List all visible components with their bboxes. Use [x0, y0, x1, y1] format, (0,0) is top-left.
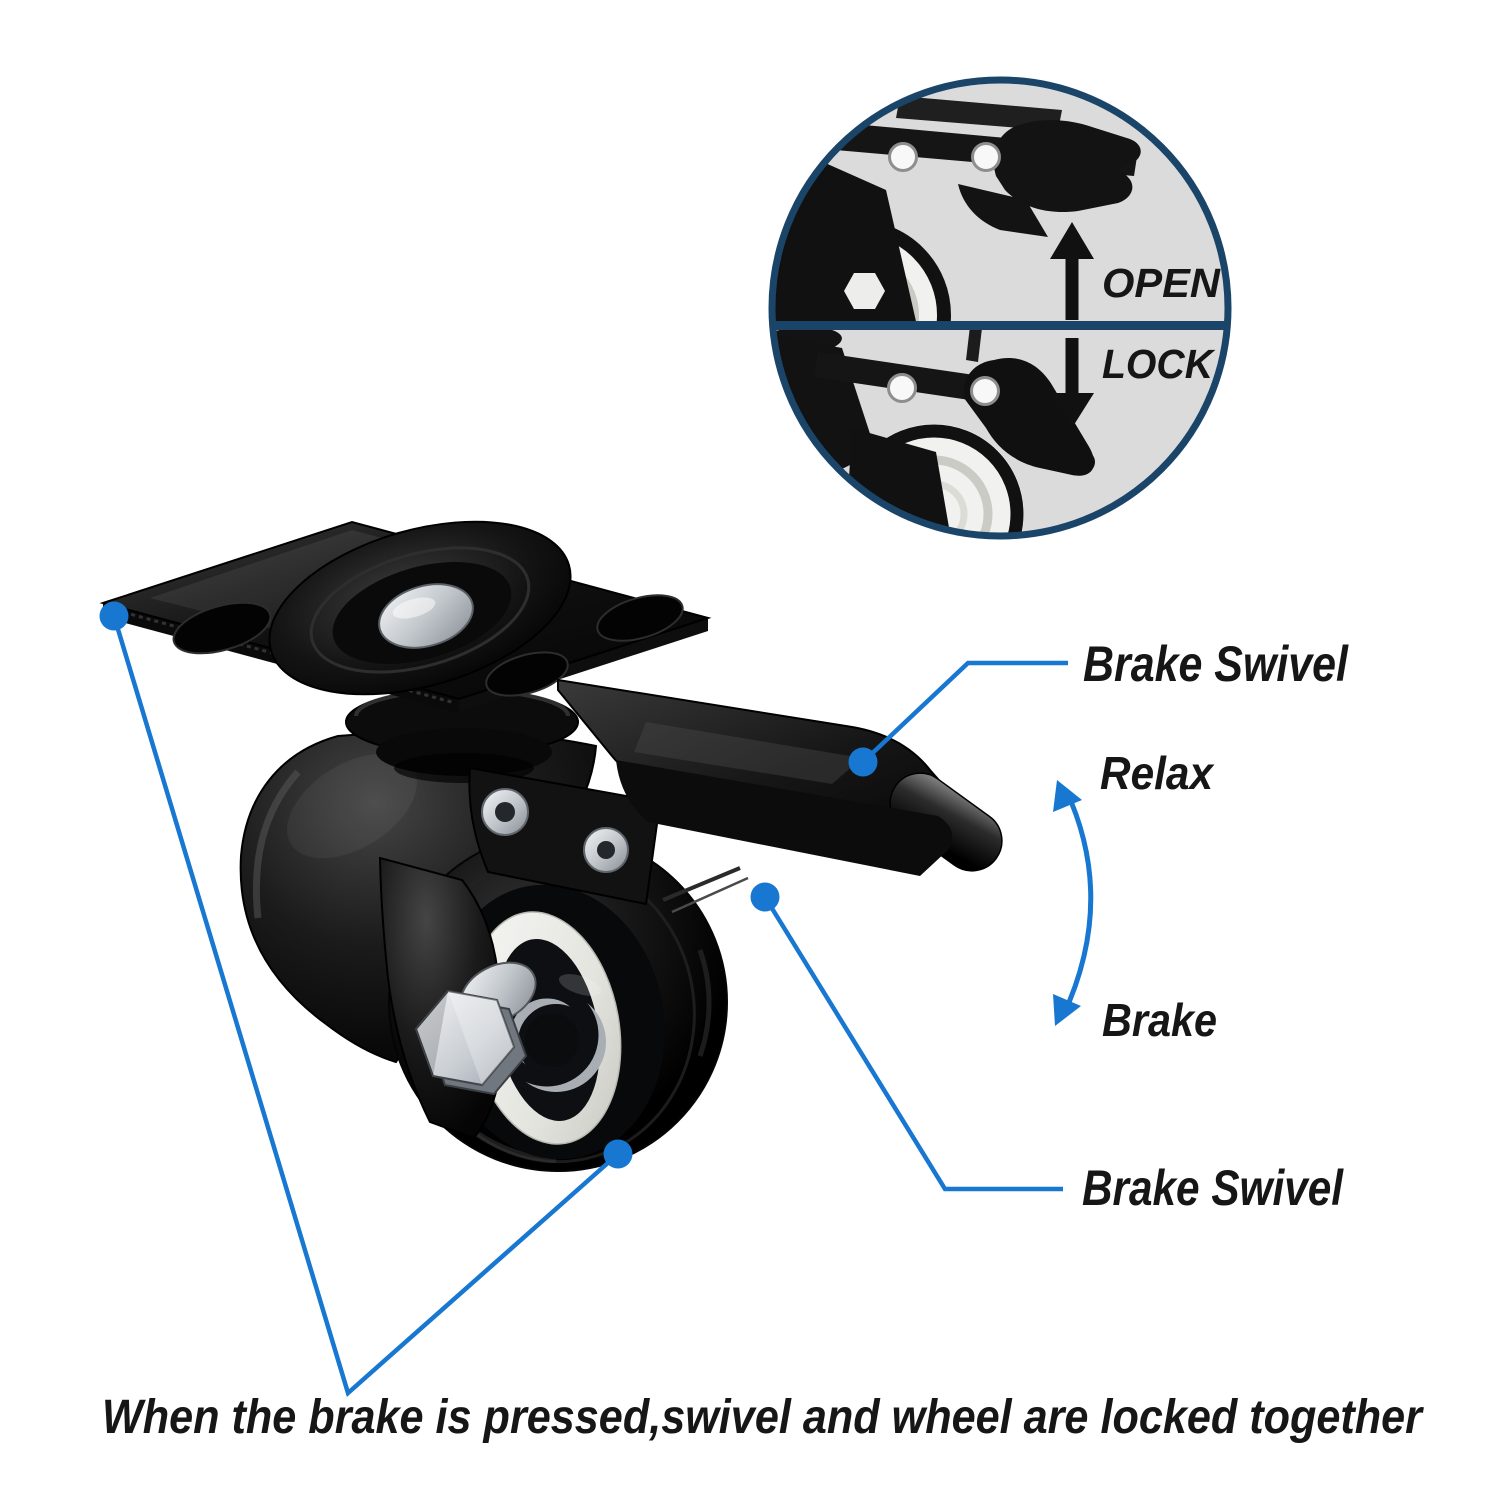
hub-glint [558, 974, 602, 996]
brake-pedal [557, 678, 1003, 876]
inset-open-plate-tab [896, 96, 1062, 131]
bearing-core [525, 1013, 579, 1067]
hinge-rivet-right [583, 827, 629, 873]
callout-dot-spring [750, 882, 780, 912]
relax-label: Relax [1100, 747, 1215, 799]
inset-border-circle [768, 76, 1232, 540]
kingpin [378, 583, 474, 649]
leader-line-brake-swivel-bottom [763, 895, 1063, 1192]
mounting-hole-left [172, 601, 272, 655]
curved-arrowhead-down-icon [1053, 994, 1081, 1026]
spring-wire-2 [671, 876, 749, 914]
leader-line-caption-v [111, 615, 620, 1398]
callout-markers [99, 601, 1082, 1169]
axle-hex-nut [414, 989, 528, 1096]
pedal-sheen [634, 722, 862, 784]
callout-leader-lines [111, 615, 1094, 1398]
pedal-front-face [616, 760, 953, 876]
lock-label: LOCK [1102, 341, 1216, 387]
open-label: OPEN [1102, 260, 1221, 306]
inset-lock-pin [966, 330, 982, 362]
inset-open-spur [958, 184, 1048, 237]
brake-label: Brake [1102, 994, 1217, 1046]
caster-illustration [99, 520, 1003, 1172]
swivel-dome [268, 520, 572, 696]
hinge-rivet-left [481, 788, 529, 836]
brake-swivel-bottom-label: Brake Swivel [1082, 1160, 1344, 1216]
swivel-collar [345, 688, 579, 783]
inset-divider-line [772, 321, 1228, 330]
inset-lock-rivet-2 [970, 376, 1000, 406]
brake-swivel-top-label: Brake Swivel [1083, 636, 1349, 692]
callout-dot-wheel [603, 1139, 633, 1169]
inset-open-lever [993, 120, 1141, 213]
spring-wire [662, 866, 741, 902]
curved-arrowhead-up-icon [1053, 780, 1082, 812]
inset-open-rivet-1 [888, 142, 918, 172]
leader-line-brake-swivel-top [861, 660, 1068, 764]
mounting-hole-right [596, 594, 684, 642]
tire-highlight-right [697, 949, 712, 1057]
top-plate [99, 520, 712, 713]
callout-dot-pedal [848, 747, 878, 777]
inset-open-rivet-2 [971, 142, 1001, 172]
inset-lock-lever-tip [1073, 451, 1095, 473]
mounting-hole-bottom [485, 651, 569, 697]
fork-sheen [287, 753, 417, 859]
relax-brake-curved-arrow [1060, 788, 1094, 1018]
caption-text: When the brake is pressed,swivel and whe… [102, 1391, 1424, 1444]
inset-open-hex [844, 273, 885, 309]
lock-down-arrow-icon [1050, 338, 1094, 428]
diagram-labels: OPEN LOCK Brake Swivel Relax Brake Brake… [102, 260, 1424, 1444]
inset-lock-rivet-1 [887, 373, 917, 403]
callout-dot-plate [99, 601, 129, 631]
fork-edge-highlight [252, 769, 301, 919]
open-up-arrow-icon [1050, 222, 1094, 320]
